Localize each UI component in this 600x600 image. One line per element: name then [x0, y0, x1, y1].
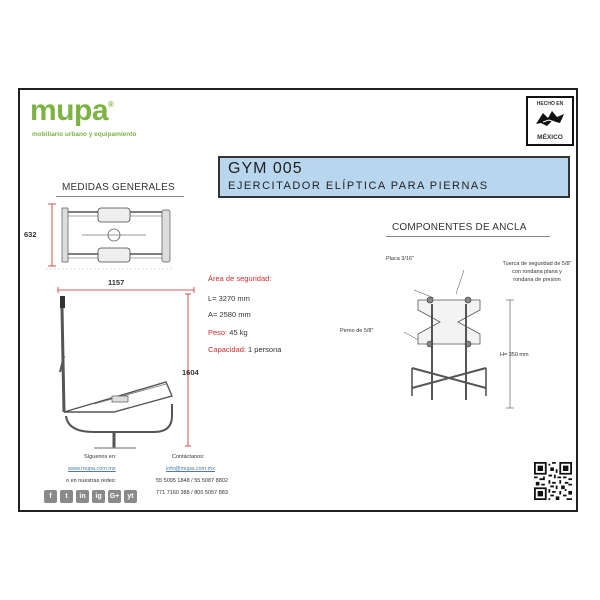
product-name: EJERCITADOR ELÍPTICA PARA PIERNAS: [228, 180, 489, 192]
facebook-icon[interactable]: f: [44, 490, 57, 503]
follow-us-label: Síguenos en:: [84, 454, 117, 460]
anchor-components-heading: COMPONENTES DE ANCLA: [392, 222, 527, 233]
plan-view-drawing: [46, 203, 174, 270]
weight-spec: Peso: 45 kg: [208, 328, 248, 337]
website-link[interactable]: www.mupa.com.mx: [68, 466, 116, 472]
qr-code[interactable]: [534, 462, 572, 500]
anchor-components-drawing: [403, 269, 514, 409]
google-plus-icon[interactable]: G+: [108, 490, 121, 503]
badge-bottom-text: MÉXICO: [537, 134, 563, 141]
anchor-heading-underline: [386, 236, 550, 237]
contact-label: Contáctanos:: [172, 454, 205, 460]
made-in-mexico-badge: HECHO EN MÉXICO: [526, 96, 574, 146]
plate-label: Placa 3/16": [386, 256, 414, 262]
brand-tagline: mobiliario urbano y equipamiento: [32, 131, 137, 138]
nut-label: Tuerca de seguridad de 5/8" con rondana …: [502, 261, 572, 283]
product-code: GYM 005: [228, 160, 303, 177]
general-heading-underline: [56, 196, 184, 197]
side-length-dimension: 1157: [108, 278, 125, 287]
anchor-height-label: H= 350 mm: [500, 352, 529, 358]
linkedin-icon[interactable]: in: [76, 490, 89, 503]
instagram-icon[interactable]: ig: [92, 490, 105, 503]
side-view-drawing: [57, 287, 195, 449]
eagle-icon: [536, 111, 564, 126]
youtube-icon[interactable]: yt: [124, 490, 137, 503]
twitter-icon[interactable]: t: [60, 490, 73, 503]
badge-top-text: HECHO EN: [536, 101, 564, 107]
general-dimensions-heading: MEDIDAS GENERALES: [62, 182, 175, 193]
plan-depth-dimension: 632: [24, 230, 37, 239]
capacity-spec: Capacidad: 1 persona: [208, 345, 282, 354]
social-networks-label: o en nuestras redes:: [66, 478, 117, 484]
email-link[interactable]: info@mupa.com.mx: [166, 466, 215, 472]
safety-width: A= 2580 mm: [208, 310, 251, 319]
safety-length: L= 3270 mm: [208, 294, 250, 303]
phones-line-1: 55 5095 1848 / 55 5087 8802: [156, 478, 228, 484]
brand-logo: mupa®: [30, 94, 114, 127]
bolt-label: Perno de 5/8": [340, 328, 374, 334]
product-title-box: GYM 005 EJERCITADOR ELÍPTICA PARA PIERNA…: [218, 156, 570, 198]
side-height-dimension: 1604: [182, 368, 199, 377]
safety-area-label: Área de seguridad:: [208, 274, 272, 283]
phones-line-2: 771 7160 388 / 800 5057 883: [156, 490, 228, 496]
spec-sheet: mupa® mobiliario urbano y equipamiento H…: [18, 88, 578, 512]
